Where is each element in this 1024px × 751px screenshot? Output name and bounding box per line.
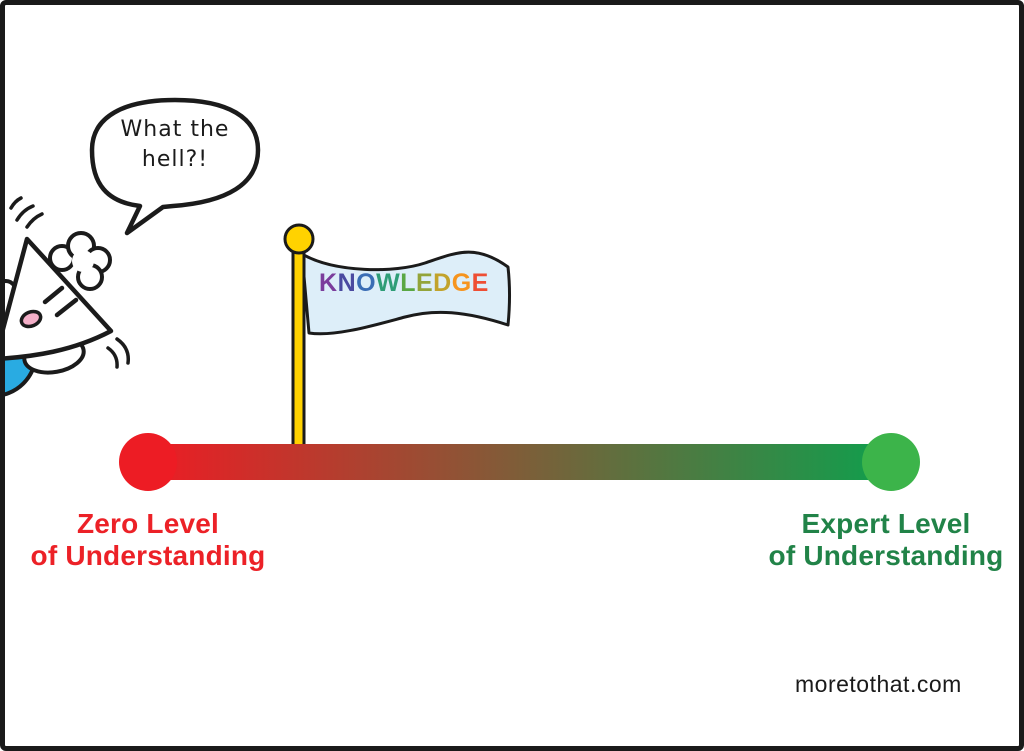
knowledge-flag [283, 223, 511, 454]
zero-level-line2: of Understanding [30, 540, 266, 571]
character-illustration [5, 196, 131, 397]
flag-word-letter: W [376, 269, 401, 297]
flag-word-letter: E [415, 269, 434, 297]
character-mouth [19, 309, 43, 329]
zero-level-label: Zero Level of Understanding [13, 508, 283, 572]
motion-lines-top-icon [9, 196, 44, 229]
spectrum-end-cap [862, 433, 920, 491]
spectrum-start-cap [119, 433, 177, 491]
character-head [5, 236, 114, 361]
flag-word-letter: D [433, 269, 452, 297]
zero-level-line1: Zero Level [76, 508, 220, 539]
speech-bubble [89, 97, 261, 236]
motion-lines-arm-icon [106, 337, 131, 369]
site-credit: moretothat.com [795, 671, 962, 697]
speech-bubble-outline [89, 97, 261, 236]
flag-pole-ball [283, 223, 315, 255]
flag-word-letter: G [451, 269, 472, 297]
understanding-spectrum-bar [148, 444, 891, 480]
expert-level-label: Expert Level of Understanding [751, 508, 1019, 572]
flag-banner [300, 250, 511, 336]
flag-word-letter: E [471, 269, 489, 297]
speech-bubble-text: What the hell?! [95, 115, 255, 175]
character-eyes [42, 285, 79, 318]
flag-word-letter: N [337, 269, 357, 297]
speech-bubble-line1: What the [120, 117, 230, 142]
flag-word-letter: O [356, 269, 377, 297]
expert-level-line2: of Understanding [768, 540, 1004, 571]
character-paw [48, 231, 112, 291]
flag-pole [291, 248, 306, 454]
flag-word: KNOWLEDGE [319, 269, 499, 297]
flag-word-letter: K [319, 269, 338, 297]
flag-word-letter: L [400, 269, 416, 297]
expert-level-line1: Expert Level [801, 508, 971, 539]
speech-bubble-line2: hell?! [141, 147, 209, 172]
